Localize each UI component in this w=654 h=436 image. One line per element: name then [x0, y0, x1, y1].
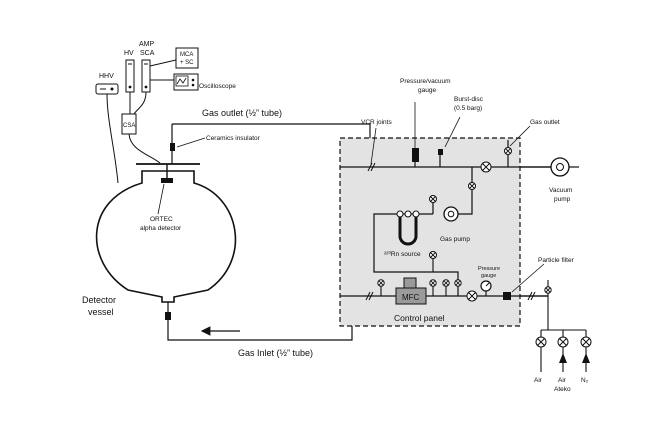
vacuum-pump: Vacuum pump [549, 157, 579, 203]
burst-label-1: Burst-disc [454, 96, 484, 103]
air-ateko-label-1: Air [558, 377, 567, 384]
supply-air: Air [534, 336, 547, 384]
detector-vessel: ORTEC alpha detector Detector vessel [82, 163, 237, 317]
sc-label: + SC [180, 60, 194, 66]
supply-n2: N₂ [580, 336, 592, 384]
mfc-label: MFC [402, 293, 420, 302]
vessel-label-2: vessel [88, 307, 114, 317]
hhv-unit [95, 83, 119, 95]
vacuum-pump-label-2: pump [554, 196, 571, 203]
gas-outlet-label: Gas outlet [530, 119, 560, 126]
hv-label: HV [124, 50, 134, 57]
gas-outlet-main-label: Gas outlet (½” tube) [202, 108, 282, 118]
amp-label: AMP [139, 41, 155, 48]
alpha-detector-label: alpha detector [140, 225, 182, 232]
sca-label: SCA [140, 50, 155, 57]
vessel-label-1: Detector [82, 295, 116, 305]
pv-gauge-label-1: Pressure/vacuum [400, 78, 451, 85]
particle-filter-label: Particle filter [538, 257, 575, 264]
particle-filter: Particle filter [503, 257, 575, 300]
control-panel-label: Control panel [394, 313, 445, 323]
air-label: Air [534, 377, 543, 384]
ceramics-insulator: Ceramics insulator [170, 124, 261, 164]
csa-label: CSA [123, 123, 135, 129]
vcr-label: VCR joints [361, 119, 392, 126]
pv-gauge-label-2: gauge [418, 87, 436, 94]
gas-inlet-main-label: Gas Inlet (½” tube) [238, 348, 313, 358]
ceramics-label: Ceramics insulator [206, 135, 261, 142]
vcr-joints [365, 162, 536, 301]
valve-top [480, 161, 492, 173]
mca-sc-unit [175, 47, 199, 69]
valve-gas-outlet [504, 140, 512, 167]
supply-air-ateko: Air Ateko [554, 336, 571, 393]
mca-label: MCA [180, 52, 193, 58]
pressure-gauge-label-1: Pressure [478, 266, 500, 272]
burst-label-2: (0.5 barg) [454, 105, 482, 112]
gas-pump: Gas pump [440, 206, 470, 243]
rn-source-label: ²²⁰Rn source [384, 250, 421, 258]
vacuum-pump-label-1: Vacuum [549, 187, 572, 194]
rn-source: ²²⁰Rn source [384, 210, 421, 258]
gas-pump-label: Gas pump [440, 236, 470, 243]
burst-disc: Burst-disc (0.5 barg) [438, 96, 484, 167]
valve-loop [429, 251, 437, 272]
instruments-group: HHV HV AMP SCA MCA + SC Oscilloscope CSA [95, 41, 236, 184]
valve-gas-pump-top [429, 195, 437, 203]
mfc-unit: MFC [395, 277, 427, 305]
ortec-label: ORTEC [150, 216, 173, 223]
valve-pump-branch [468, 182, 476, 190]
pressure-vacuum-gauge: Pressure/vacuum gauge [400, 78, 451, 167]
valve-supply-top [544, 286, 552, 294]
oscilloscope-label: Oscilloscope [199, 83, 236, 90]
pressure-gauge-label-2: gauge [481, 273, 496, 279]
n2-label: N₂ [581, 377, 589, 384]
alpha-detector [161, 178, 173, 183]
air-ateko-label-2: Ateko [554, 386, 571, 393]
valves-bottom [377, 279, 478, 302]
hhv-label: HHV [99, 73, 114, 80]
pressure-gauge: Pressure gauge [478, 266, 500, 296]
